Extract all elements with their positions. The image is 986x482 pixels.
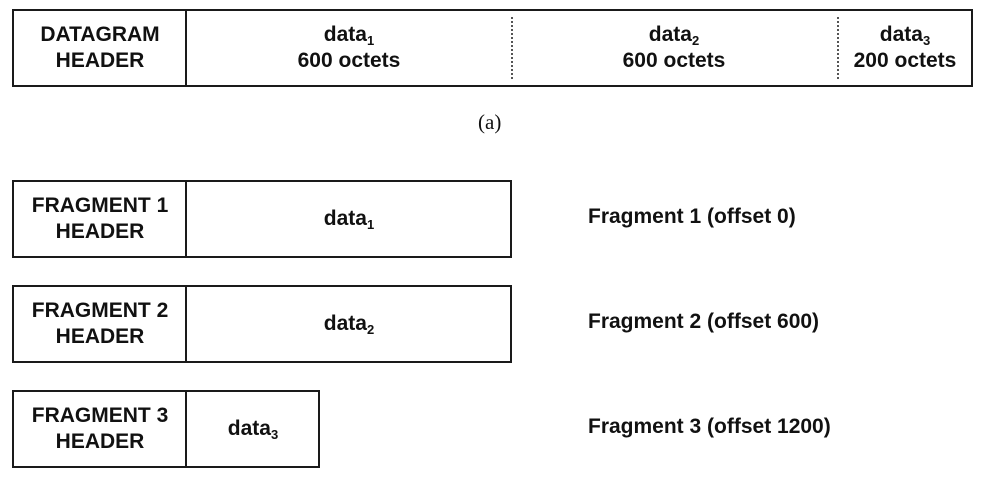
datagram-box: DATAGRAM HEADER data1 600 octets data2 6… bbox=[12, 9, 973, 87]
fragment-3-data: data3 bbox=[188, 392, 318, 466]
datagram-segment-2: data2 600 octets bbox=[513, 11, 835, 85]
fragment-1-divider bbox=[185, 182, 187, 256]
fragment-1-header-line1: FRAGMENT 1 bbox=[31, 193, 169, 217]
segment-2-title: data2 bbox=[648, 22, 700, 48]
segment-2-size: 600 octets bbox=[622, 49, 726, 72]
segment-divider-2 bbox=[837, 17, 839, 79]
segment-3-title: data3 bbox=[879, 22, 931, 48]
header-divider bbox=[185, 11, 187, 85]
datagram-header-line2: HEADER bbox=[55, 49, 145, 72]
fragment-3-label: Fragment 3 (offset 1200) bbox=[588, 415, 831, 438]
segment-divider-1 bbox=[511, 17, 513, 79]
fragment-1-data: data1 bbox=[188, 182, 510, 256]
fragment-2-data-label: data2 bbox=[323, 311, 375, 337]
segment-1-size: 600 octets bbox=[297, 49, 401, 72]
segment-1-title: data1 bbox=[323, 22, 375, 48]
datagram-segment-1: data1 600 octets bbox=[188, 11, 510, 85]
datagram-header: DATAGRAM HEADER bbox=[14, 11, 186, 85]
fragment-3-divider bbox=[185, 392, 187, 466]
caption-a: (a) bbox=[478, 110, 502, 134]
fragment-3-box: FRAGMENT 3 HEADER data3 bbox=[12, 390, 320, 468]
fragment-2-label: Fragment 2 (offset 600) bbox=[588, 310, 820, 333]
fragment-2-header-line1: FRAGMENT 2 bbox=[31, 298, 169, 322]
fragment-2-box: FRAGMENT 2 HEADER data2 bbox=[12, 285, 512, 363]
fragment-2-header-line2: HEADER bbox=[55, 325, 145, 348]
datagram-header-line1: DATAGRAM bbox=[40, 22, 160, 46]
fragment-1-label: Fragment 1 (offset 0) bbox=[588, 205, 796, 228]
fragment-3-header: FRAGMENT 3 HEADER bbox=[14, 392, 186, 466]
fragment-2-header: FRAGMENT 2 HEADER bbox=[14, 287, 186, 361]
datagram-segment-3: data3 200 octets bbox=[839, 11, 971, 85]
fragment-1-data-label: data1 bbox=[323, 206, 375, 232]
fragment-3-header-line1: FRAGMENT 3 bbox=[31, 403, 169, 427]
fragment-2-divider bbox=[185, 287, 187, 361]
fragment-1-header: FRAGMENT 1 HEADER bbox=[14, 182, 186, 256]
fragment-3-data-label: data3 bbox=[227, 416, 279, 442]
fragment-1-box: FRAGMENT 1 HEADER data1 bbox=[12, 180, 512, 258]
fragment-3-header-line2: HEADER bbox=[55, 430, 145, 453]
fragment-1-header-line2: HEADER bbox=[55, 220, 145, 243]
fragment-2-data: data2 bbox=[188, 287, 510, 361]
segment-3-size: 200 octets bbox=[853, 49, 957, 72]
